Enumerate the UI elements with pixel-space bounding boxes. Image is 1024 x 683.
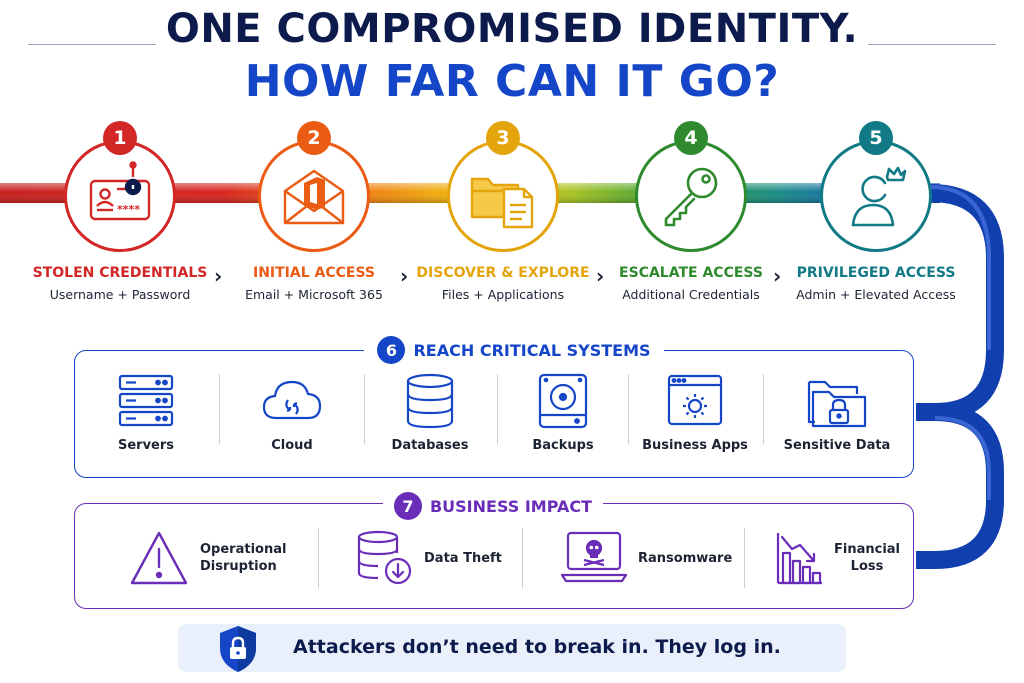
step-1-title: STOLEN CREDENTIALS	[32, 265, 208, 281]
divider	[318, 528, 319, 588]
impact-item-data-theft: Data Theft	[354, 524, 502, 592]
business-impact-title: BUSINESS IMPACT	[429, 496, 593, 516]
database-icon	[406, 373, 454, 429]
system-label-cloud: Cloud	[271, 438, 313, 453]
step-2-circle	[258, 140, 370, 252]
divider	[219, 374, 220, 444]
servers-icon	[118, 374, 174, 427]
system-label-business-apps: Business Apps	[642, 438, 748, 453]
title-line-1: ONE COMPROMISED IDENTITY.	[165, 6, 859, 52]
impact-label-ransomware: Ransomware	[638, 550, 733, 566]
business-app-icon	[667, 374, 723, 426]
footer-banner: Attackers don’t need to break in. They l…	[178, 624, 846, 672]
pipe-segment-right	[916, 184, 1004, 569]
credential-card-icon: ****	[89, 161, 151, 221]
divider	[744, 528, 745, 588]
system-item-databases: Databases	[360, 372, 500, 472]
chevron-right-icon: ›	[400, 264, 409, 288]
chevron-right-icon: ›	[596, 264, 605, 288]
system-item-servers: Servers	[76, 372, 216, 472]
impact-label-financial-line1: Financial	[834, 542, 901, 557]
impact-label-data-theft: Data Theft	[424, 550, 502, 566]
title-rule-left	[28, 44, 156, 45]
cloud-icon	[262, 380, 322, 420]
step-3-title: DISCOVER & EXPLORE	[416, 265, 590, 281]
locked-folder-icon	[807, 380, 867, 428]
divider	[763, 374, 764, 444]
system-item-backups: Backups	[493, 372, 633, 472]
system-label-servers: Servers	[117, 438, 175, 453]
step-3-circle	[447, 140, 559, 252]
backup-drive-icon	[538, 373, 588, 429]
step-5-number: 5	[859, 121, 893, 155]
impact-label-operational-line1: Operational	[200, 542, 287, 557]
step-4-subtitle: Additional Credentials	[622, 287, 760, 302]
step-1-subtitle: Username + Password	[49, 287, 191, 302]
system-label-backups: Backups	[532, 438, 594, 453]
system-item-sensitive-data: Sensitive Data	[767, 372, 907, 472]
divider	[364, 374, 365, 444]
critical-systems-panel	[74, 350, 914, 478]
step-2-number: 2	[297, 121, 331, 155]
system-label-databases: Databases	[391, 438, 469, 453]
shield-lock-icon	[220, 626, 256, 672]
critical-systems-title: REACH CRITICAL SYSTEMS	[413, 340, 651, 360]
system-label-sensitive-data: Sensitive Data	[783, 438, 891, 453]
divider	[497, 374, 498, 444]
footer-text: Attackers don’t need to break in. They l…	[293, 636, 781, 658]
data-theft-icon	[357, 530, 412, 585]
warning-icon	[130, 531, 188, 585]
step-4-title: ESCALATE ACCESS	[619, 265, 763, 281]
folder-files-icon	[470, 177, 534, 229]
step-3-number: 3	[486, 121, 520, 155]
svg-text:****: ****	[117, 203, 140, 216]
ransomware-icon	[560, 531, 628, 583]
business-impact-header: 7 BUSINESS IMPACT	[383, 491, 603, 521]
step-2-subtitle: Email + Microsoft 365	[245, 287, 383, 302]
system-item-cloud: Cloud	[222, 372, 362, 472]
business-impact-number: 7	[393, 492, 422, 520]
critical-systems-number: 6	[377, 336, 406, 364]
step-5-title: PRIVILEGED ACCESS	[796, 265, 956, 281]
admin-crown-icon	[851, 166, 907, 227]
step-3-subtitle: Files + Applications	[441, 287, 565, 302]
title-line-2: HOW FAR CAN IT GO?	[244, 56, 780, 107]
financial-loss-icon	[776, 533, 822, 585]
chevron-right-icon: ›	[773, 264, 782, 288]
title-rule-right	[868, 44, 996, 45]
critical-systems-header: 6 REACH CRITICAL SYSTEMS	[364, 335, 664, 365]
email-office-icon	[283, 169, 345, 225]
impact-label-financial-line2: Loss	[850, 559, 884, 574]
chevron-right-icon: ›	[214, 264, 223, 288]
key-icon	[664, 167, 718, 227]
step-5-subtitle: Admin + Elevated Access	[796, 287, 956, 302]
step-1-number: 1	[103, 121, 137, 155]
step-4-circle	[635, 140, 747, 252]
step-4-number: 4	[674, 121, 708, 155]
system-item-business-apps: Business Apps	[625, 372, 765, 472]
step-2-title: INITIAL ACCESS	[252, 265, 375, 281]
divider	[522, 528, 523, 588]
step-5-circle	[820, 140, 932, 252]
divider	[628, 374, 629, 444]
impact-item-ransomware: Ransomware	[560, 524, 732, 592]
impact-label-operational-line2: Disruption	[200, 559, 277, 574]
step-1-circle: ****	[64, 140, 176, 252]
